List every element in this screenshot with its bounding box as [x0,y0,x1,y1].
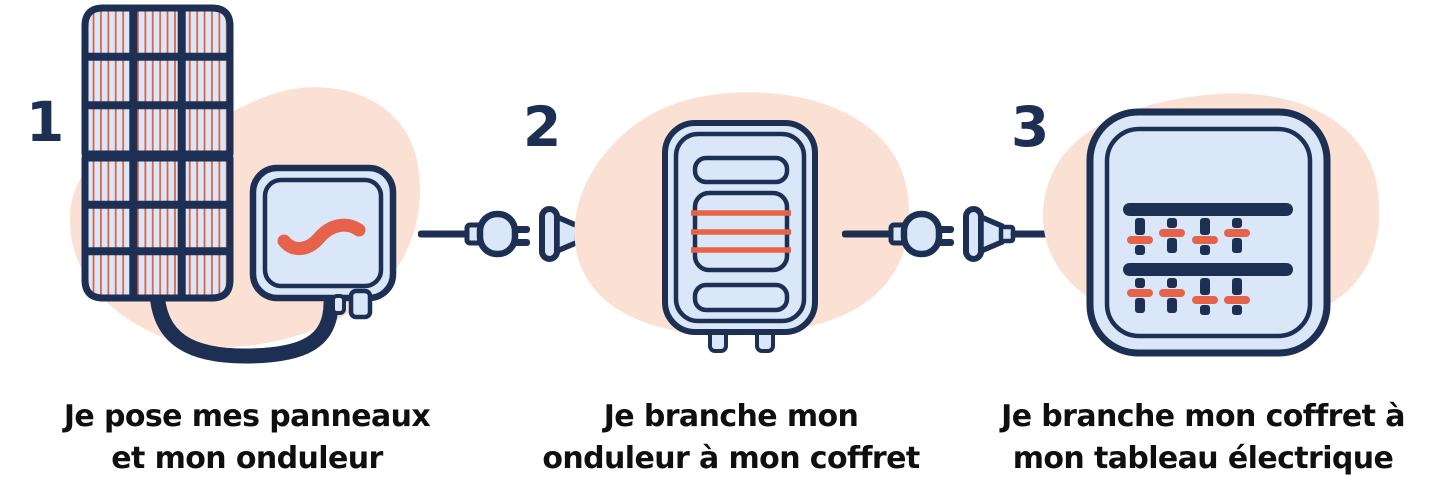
step-2-caption-line-2: onduleur à mon coffret [542,441,920,476]
step-3-caption-line-2: mon tableau électrique [1012,441,1394,476]
plug-icon [418,210,530,258]
electrical-panel-icon [1042,93,1380,357]
orange-terminal-lines [691,210,791,253]
step-1-caption: Je pose mes panneaux et mon onduleur [37,396,457,480]
step-1-caption-line-2: et mon onduleur [111,441,383,476]
sine-wave-icon [277,218,366,255]
plug-icon [842,210,954,258]
busbar-bottom [1123,263,1293,276]
circuit-breakers-row-1 [1127,218,1250,255]
busbar-top [1123,203,1293,216]
circuit-breakers-row-2 [1127,278,1250,315]
solar-panel-and-inverter-icon [69,4,420,364]
step-1-caption-line-1: Je pose mes panneaux [63,399,431,434]
step-1-number: 1 [26,90,64,154]
panel-to-inverter-cable [149,280,339,364]
step-3-caption-line-1: Je branche mon coffret à [1001,399,1405,434]
junction-box-icon [574,92,910,353]
step-3-caption: Je branche mon coffret à mon tableau éle… [993,396,1413,480]
coffret-box-icon [662,120,818,353]
inverter-icon [249,164,397,320]
step-2-caption-line-1: Je branche mon [603,399,859,434]
step-2-caption: Je branche mon onduleur à mon coffret [521,396,941,480]
step-3-number: 3 [1011,95,1049,159]
solar-panel-icon [81,4,234,302]
plug-and-socket-icon [842,206,1067,262]
step-2-number: 2 [523,95,561,159]
socket-icon [963,206,1067,262]
